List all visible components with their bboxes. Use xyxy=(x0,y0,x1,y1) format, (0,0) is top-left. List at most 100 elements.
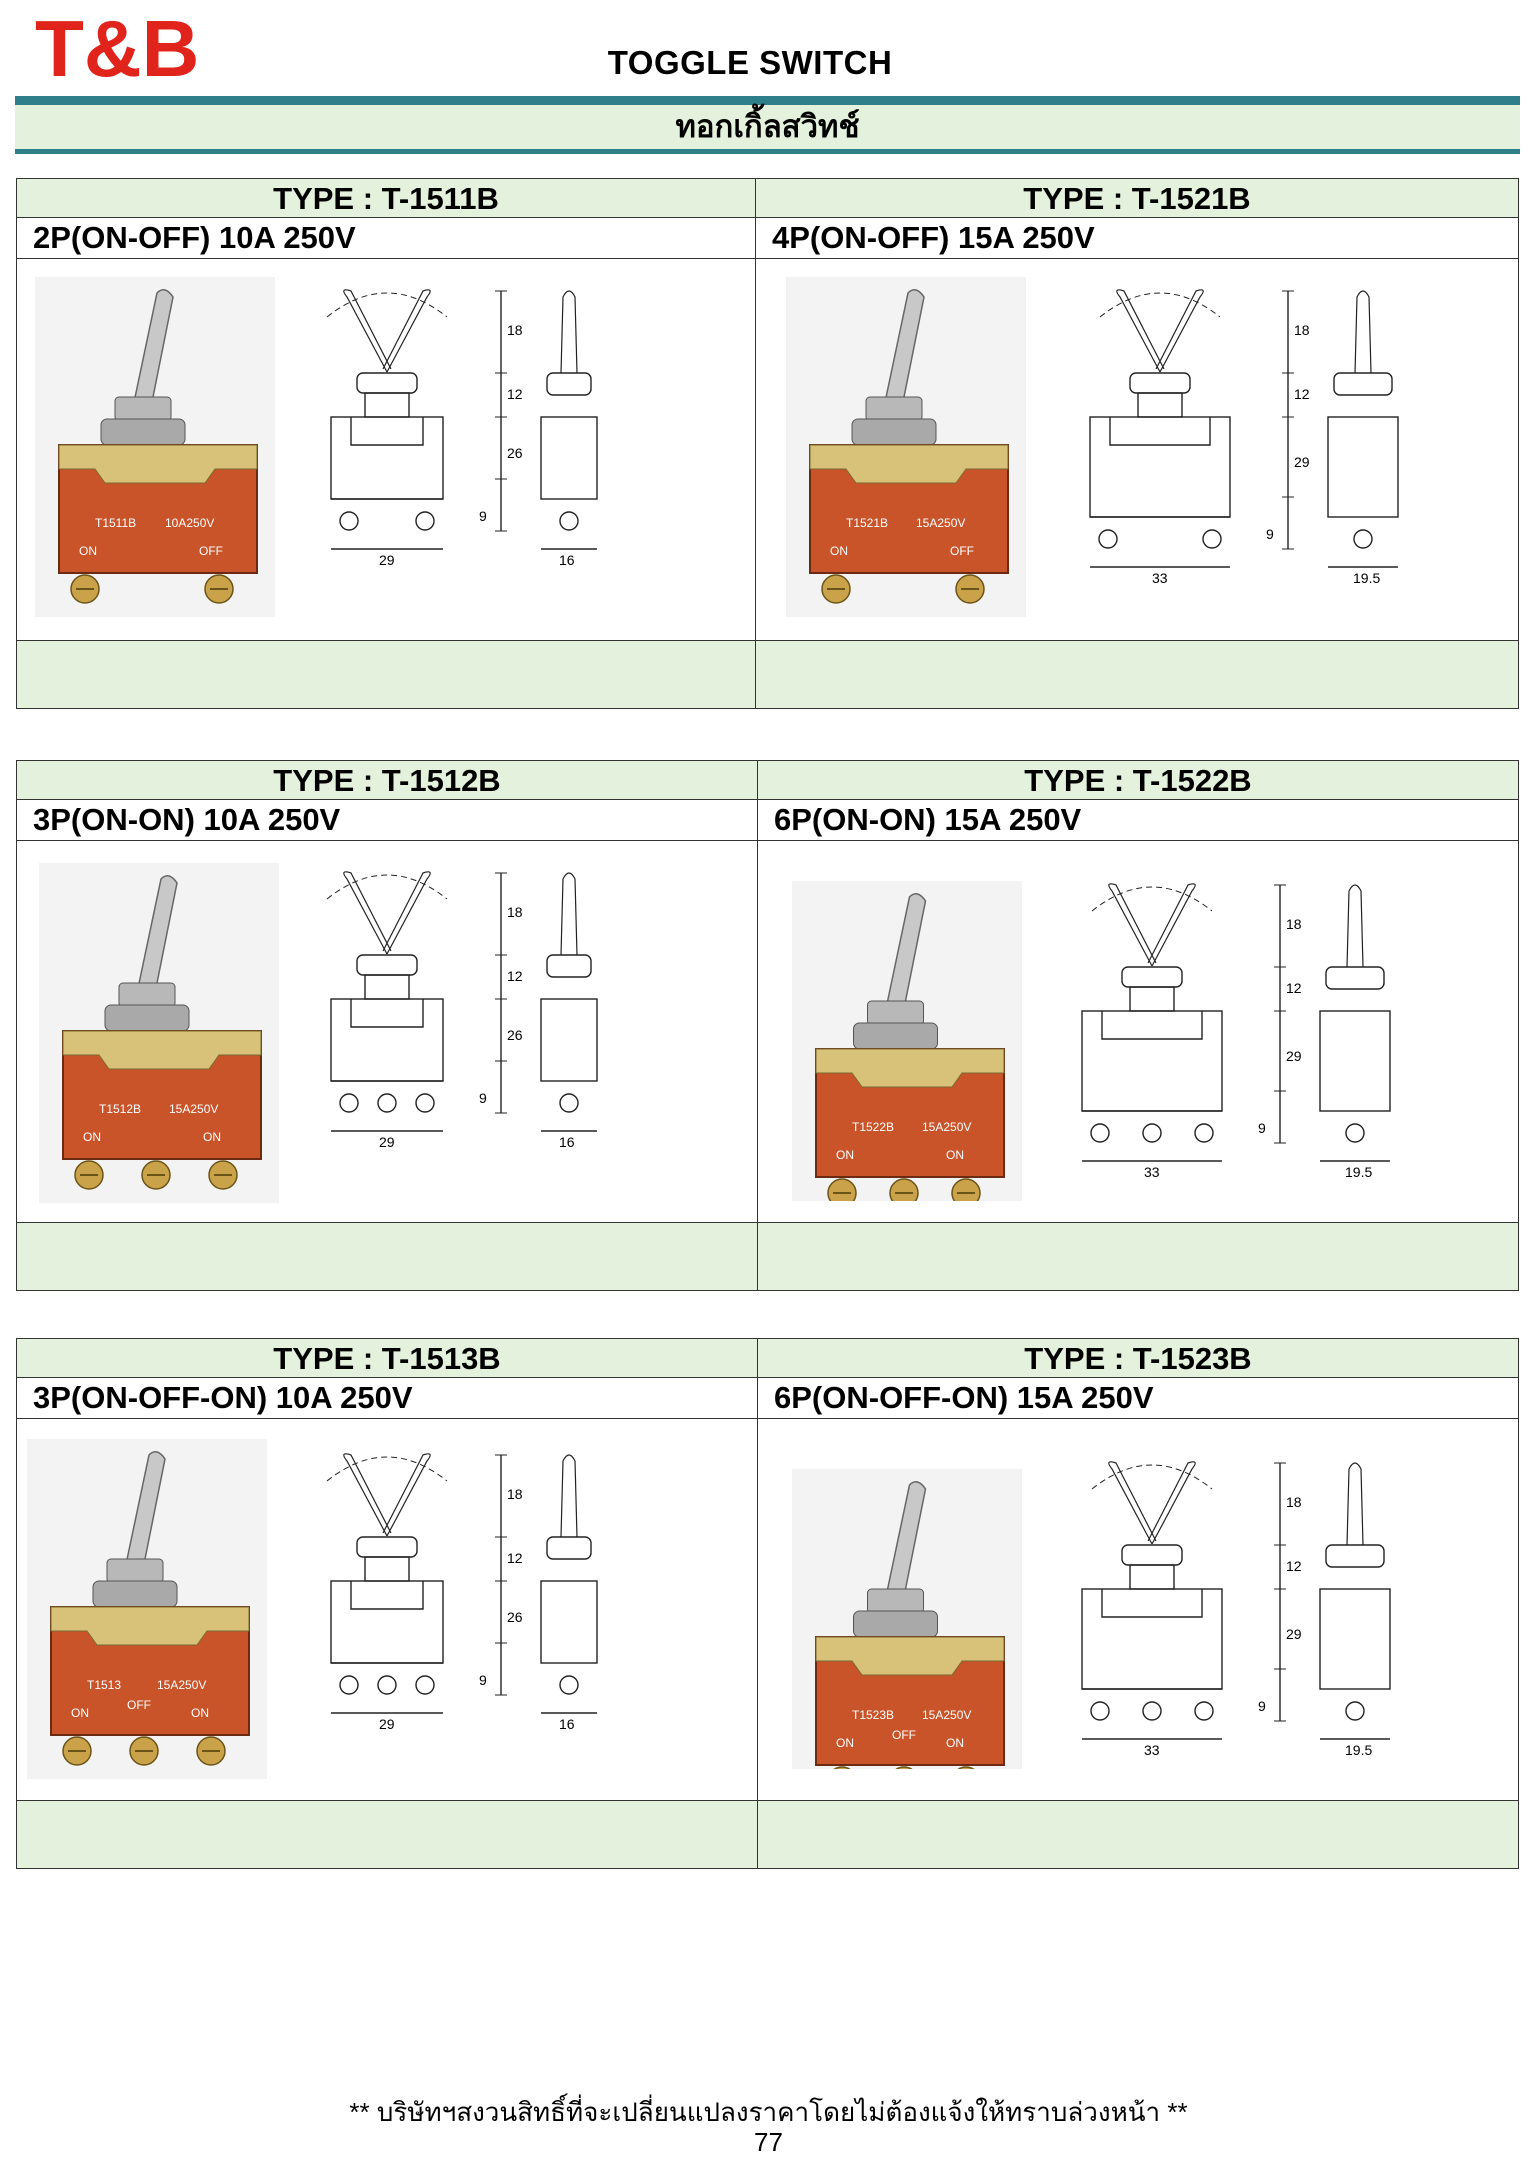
toggle-lever xyxy=(884,1481,927,1600)
side-terminal xyxy=(559,1093,579,1113)
footer-note: ** บริษัทฯสงวนสิทธิ์ที่จะเปลี่ยนแปลงราคา… xyxy=(349,2097,1188,2127)
side-nut xyxy=(1325,1544,1385,1568)
bushing xyxy=(114,396,172,422)
page-title: TOGGLE SWITCH xyxy=(607,44,893,81)
side-body xyxy=(540,998,598,1082)
swing-arc xyxy=(326,1456,448,1482)
drawing-terminal xyxy=(339,511,359,531)
dimension-label: 26 xyxy=(507,1027,523,1043)
product-type: TYPE : T-1522B xyxy=(758,761,1518,800)
lever-outline xyxy=(382,289,431,373)
drawing-terminal xyxy=(1202,529,1222,549)
side-nut xyxy=(546,1536,592,1560)
price-row xyxy=(756,641,1518,708)
photo-position-label: ON xyxy=(191,1706,209,1720)
drawing-bushing xyxy=(1129,986,1175,1012)
product-spec: 3P(ON-ON) 10A 250V xyxy=(17,800,757,841)
photo-model-label: T1511B xyxy=(95,516,136,530)
dimension-label: 19.5 xyxy=(1353,570,1380,586)
photo-position-label: OFF xyxy=(199,544,223,558)
header-rule xyxy=(15,96,1520,105)
drawing-bushing xyxy=(364,392,410,418)
swing-arc xyxy=(326,874,448,900)
photo-model-label: T1523B xyxy=(852,1708,894,1722)
drawing-nut xyxy=(356,1536,418,1558)
drawing-frame xyxy=(350,999,424,1028)
dimension-label: 33 xyxy=(1152,570,1168,586)
product-row-3: TYPE : T-1513B 3P(ON-OFF-ON) 10A 250V T1… xyxy=(16,1338,1519,1869)
drawing-terminal xyxy=(339,1675,359,1695)
mounting-nut xyxy=(92,1580,178,1608)
dimension-label: 18 xyxy=(507,904,523,920)
dimension-label: 9 xyxy=(479,1090,487,1106)
drawing-frame xyxy=(1109,417,1211,446)
photo-position-label: ON xyxy=(836,1736,854,1750)
dimension-label: 29 xyxy=(379,1134,395,1150)
drawing-terminal xyxy=(415,511,435,531)
photo-position-label: ON xyxy=(83,1130,101,1144)
product-card: TYPE : T-1521B 4P(ON-OFF) 15A 250V T1521… xyxy=(756,178,1519,709)
brand-logo-text: T&B xyxy=(35,8,199,86)
toggle-lever xyxy=(124,1451,166,1570)
price-row xyxy=(17,1801,757,1868)
drawing-terminal xyxy=(377,1093,397,1113)
swing-arc xyxy=(326,292,448,318)
drawing-terminal xyxy=(1142,1123,1162,1143)
dimension-label: 12 xyxy=(1286,1558,1302,1574)
dimension-label: 29 xyxy=(1294,454,1310,470)
side-lever xyxy=(560,1454,578,1538)
drawing-bushing xyxy=(364,1556,410,1582)
price-row xyxy=(17,641,755,708)
thai-title-bar: ทอกเกิ้ลสวิทช์ xyxy=(15,105,1520,154)
product-card: TYPE : T-1511B 2P(ON-OFF) 10A 250V T1511… xyxy=(16,178,756,709)
photo-position-label: ON xyxy=(946,1736,964,1750)
screw-terminal xyxy=(827,1178,857,1201)
product-card: TYPE : T-1512B 3P(ON-ON) 10A 250V T1512B… xyxy=(16,760,758,1291)
thai-title: ทอกเกิ้ลสวิทช์ xyxy=(675,109,860,144)
dimension-label: 18 xyxy=(1294,322,1310,338)
drawing-terminal xyxy=(1090,1123,1110,1143)
lever-outline xyxy=(382,871,431,955)
dimension-label: 29 xyxy=(1286,1626,1302,1642)
photo-position-label: OFF xyxy=(950,544,974,558)
photo-position-label: OFF xyxy=(892,1728,916,1742)
side-nut xyxy=(546,372,592,396)
drawing-frame xyxy=(350,417,424,446)
side-body xyxy=(1319,1010,1391,1112)
product-row-2: TYPE : T-1512B 3P(ON-ON) 10A 250V T1512B… xyxy=(16,760,1519,1291)
drawing-terminal xyxy=(1194,1123,1214,1143)
bushing xyxy=(118,982,176,1008)
toggle-lever xyxy=(132,289,174,408)
dimension-label: 12 xyxy=(1294,386,1310,402)
screw-terminal xyxy=(889,1178,919,1201)
dimension-label: 18 xyxy=(507,322,523,338)
dimension-label: 29 xyxy=(379,1716,395,1732)
drawing-body xyxy=(1081,1010,1223,1112)
photo-position-label: ON xyxy=(71,1706,89,1720)
product-spec: 2P(ON-OFF) 10A 250V xyxy=(17,218,755,259)
dimension-label: 16 xyxy=(559,1716,575,1732)
dimension-label: 26 xyxy=(507,1609,523,1625)
drawing-body xyxy=(330,998,444,1082)
dimension-label: 16 xyxy=(559,552,575,568)
dimension-label: 12 xyxy=(507,1550,523,1566)
side-body xyxy=(1319,1588,1391,1690)
side-lever xyxy=(560,872,578,956)
drawing-body xyxy=(1089,416,1231,518)
photo-position-label: ON xyxy=(836,1148,854,1162)
swing-arc xyxy=(1091,886,1213,912)
brand-logo: T&B xyxy=(35,8,199,86)
dimension-label: 33 xyxy=(1144,1164,1160,1180)
photo-position-label: OFF xyxy=(127,1698,151,1712)
swing-arc xyxy=(1099,292,1221,318)
metal-frame xyxy=(815,1048,1005,1088)
